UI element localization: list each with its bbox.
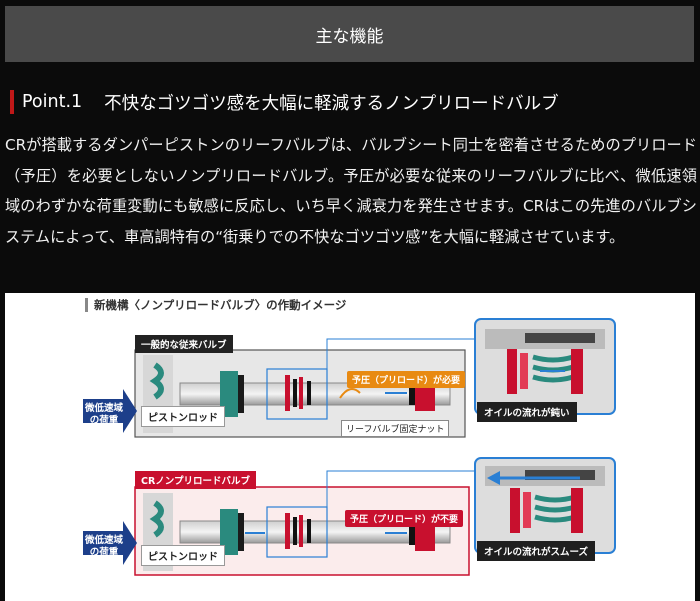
point-title-text: 不快なゴツゴツ感を大幅に軽減するノンプリロードバルブ [104,93,559,114]
conventional-panel [134,349,466,438]
cr-preload-callout: 予圧（プリロード）が不要 [345,510,464,527]
diagram-title: 新機構〈ノンプリロードバルブ〉の作動イメージ [85,296,346,314]
feature-description: CRが搭載するダンパーピストンのリーフバルブは、バルブシート同士を密着させるため… [5,136,697,246]
conventional-valve-tag: 一般的な従来バルブ [135,335,233,353]
conventional-zoom [474,318,616,415]
diagram-title-text: 新機構〈ノンプリロードバルブ〉の作動イメージ [94,298,347,312]
cr-zoom [474,457,616,554]
conventional-load-arrow [83,389,137,433]
cr-load-label: 微低速域の荷重 [84,535,123,558]
valve-diagram: 新機構〈ノンプリロードバルブ〉の作動イメージ [5,293,695,601]
point-heading: Point.1 不快なゴツゴツ感を大幅に軽減するノンプリロードバルブ [10,90,559,114]
section-header-title: 主な機能 [315,26,384,47]
cr-load-arrow [83,521,137,565]
conventional-preload-callout: 予圧（プリロード）が必要 [347,371,466,388]
point-accent-bar [10,90,14,114]
valve-illustration [83,318,616,576]
conventional-flow-label: オイルの流れが鈍い [477,402,577,422]
point-number: Point.1 [22,92,83,112]
conventional-rod-label: ピストンロッド [141,406,225,427]
cr-valve-tag: CRノンプリロードバルブ [135,471,257,489]
cr-rod-label: ピストンロッド [141,545,225,566]
diagram-title-bar [85,298,88,312]
leaf-valve-nut-label: リーフバルブ固定ナット [341,420,450,437]
section-header: 主な機能 [5,6,694,62]
cr-flow-label: オイルの流れがスムーズ [477,541,596,561]
cr-panel [134,486,470,576]
conventional-load-label: 微低速域の荷重 [84,403,123,426]
